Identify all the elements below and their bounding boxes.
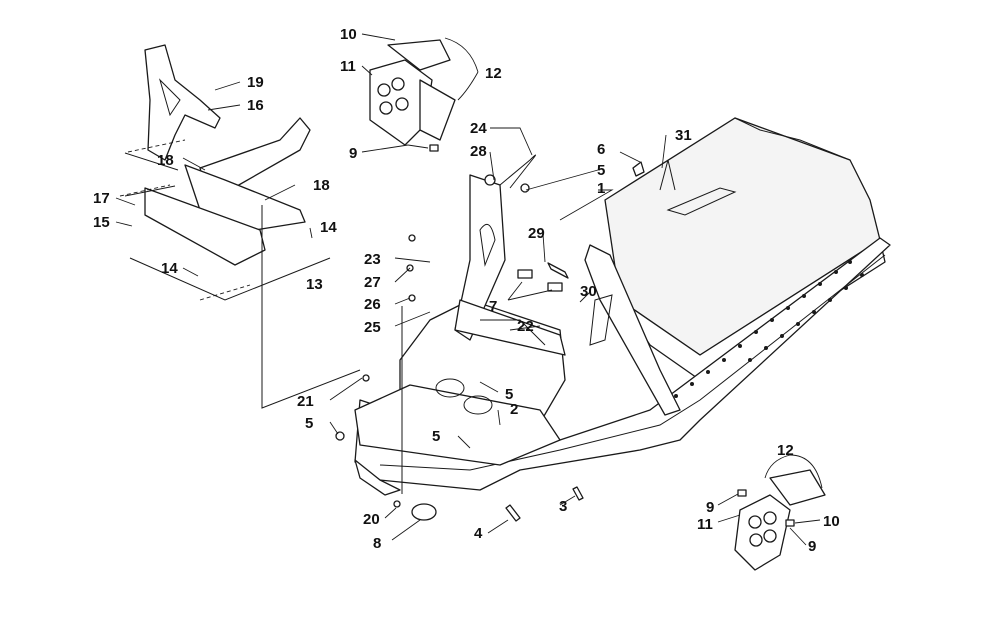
callout-28: 28 <box>470 143 487 160</box>
callout-24: 24 <box>470 120 487 137</box>
leader-lines <box>115 33 823 546</box>
bracket-upper <box>144 44 221 161</box>
callout-12: 12 <box>485 65 502 82</box>
fasteners <box>335 161 645 522</box>
callout-23: 23 <box>364 251 381 268</box>
callout-9: 9 <box>808 538 816 555</box>
callout-12: 12 <box>777 442 794 459</box>
callout-14: 14 <box>161 260 178 277</box>
callout-5: 5 <box>505 386 513 403</box>
callout-18: 18 <box>157 152 174 169</box>
callout-31: 31 <box>675 127 692 144</box>
cross-brace <box>454 299 566 356</box>
callout-14: 14 <box>320 219 337 236</box>
callout-27: 27 <box>364 274 381 291</box>
callout-22: 22 <box>517 318 534 335</box>
guard-top-lower <box>769 469 826 506</box>
callout-13: 13 <box>306 276 323 293</box>
steering-support-right <box>584 244 681 416</box>
callout-9: 9 <box>706 499 714 516</box>
left-bracket-assembly <box>119 44 403 494</box>
guide-box <box>124 152 331 301</box>
callout-18: 18 <box>313 177 330 194</box>
callout-9: 9 <box>349 145 357 162</box>
callout-labels: 1 2 3 4 5 5 5 5 6 7 8 9 9 9 10 10 11 11 … <box>93 26 840 555</box>
callout-1: 1 <box>597 180 605 197</box>
callout-5: 5 <box>597 162 605 179</box>
callout-10: 10 <box>340 26 357 43</box>
guide-line <box>261 205 361 409</box>
callout-5: 5 <box>432 428 440 445</box>
guard-side <box>419 79 456 141</box>
callout-19: 19 <box>247 74 264 91</box>
bulkhead-pan <box>354 384 561 466</box>
strap <box>659 159 676 191</box>
clip <box>499 154 536 189</box>
callout-17: 17 <box>93 190 110 207</box>
skid-plate <box>354 459 401 496</box>
plug <box>411 503 437 521</box>
upper-guard-assembly <box>369 39 456 152</box>
callout-29: 29 <box>528 225 545 242</box>
callout-25: 25 <box>364 319 381 336</box>
callout-11: 11 <box>697 516 713 533</box>
callout-4: 4 <box>474 525 483 542</box>
callout-21: 21 <box>297 393 314 410</box>
chassis-assembly <box>335 117 891 522</box>
callout-10: 10 <box>823 513 840 530</box>
bracket-13 <box>144 187 266 266</box>
callout-8: 8 <box>373 535 381 552</box>
callout-11: 11 <box>340 58 356 75</box>
callout-15: 15 <box>93 214 110 231</box>
callout-16: 16 <box>247 97 264 114</box>
callout-2: 2 <box>510 401 518 418</box>
lower-guard-assembly <box>734 469 826 571</box>
callout-7: 7 <box>489 298 497 315</box>
callout-26: 26 <box>364 296 381 313</box>
running-board-holes <box>674 260 864 398</box>
callout-5: 5 <box>305 415 313 432</box>
guard-plate-lower <box>734 494 791 571</box>
callout-6: 6 <box>597 141 605 158</box>
callout-20: 20 <box>363 511 380 528</box>
guard-top <box>387 39 451 71</box>
callout-3: 3 <box>559 498 567 515</box>
callout-30: 30 <box>580 283 597 300</box>
